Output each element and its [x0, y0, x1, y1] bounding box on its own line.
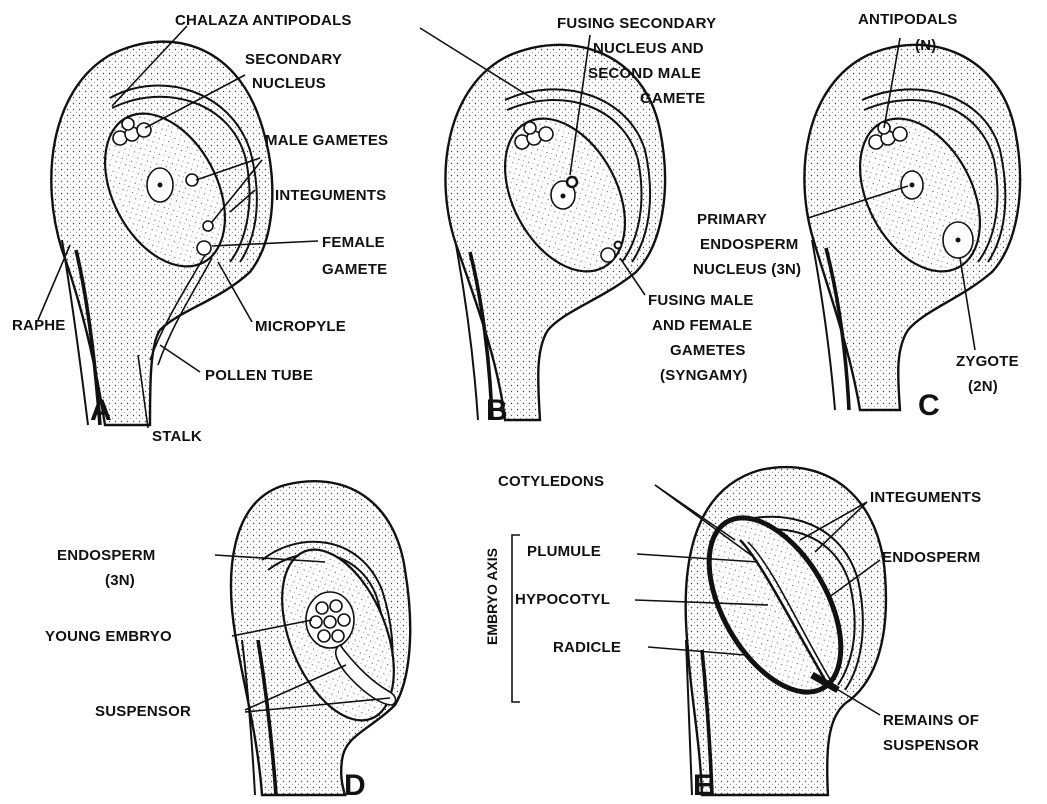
label-secondary-nucleus-1: SECONDARY [245, 51, 342, 68]
label-remains-2: SUSPENSOR [883, 737, 979, 754]
label-fusing-secondary-3: SECOND MALE [588, 65, 701, 82]
label-secondary-nucleus-2: NUCLEUS [252, 75, 326, 92]
label-endosperm-d-2: (3N) [105, 572, 135, 589]
label-endosperm-d-1: ENDOSPERM [57, 547, 155, 564]
label-cotyledons: COTYLEDONS [498, 473, 604, 490]
label-zygote-2: (2N) [968, 378, 998, 395]
label-pollen-tube: POLLEN TUBE [205, 367, 313, 384]
label-suspensor-d: SUSPENSOR [95, 703, 191, 720]
label-zygote-1: ZYGOTE [956, 353, 1019, 370]
label-integuments-e: INTEGUMENTS [870, 489, 981, 506]
female-gamete-a [197, 241, 211, 255]
label-primary-endosperm-3: NUCLEUS (3N) [693, 261, 801, 278]
panel-c: ANTIPODALS (N) PRIMARY ENDOSPERM NUCLEUS… [693, 11, 1020, 422]
label-raphe: RAPHE [12, 317, 66, 334]
female-gamete-b [601, 248, 615, 262]
label-embryo-axis: EMBRYO AXIS [484, 548, 500, 645]
label-primary-endosperm-1: PRIMARY [697, 211, 767, 228]
label-remains-1: REMAINS OF [883, 712, 979, 729]
label-plumule: PLUMULE [527, 543, 601, 560]
embryo-axis-bracket [512, 535, 520, 702]
label-antipodals-1: ANTIPODALS [858, 11, 958, 28]
label-young-embryo: YOUNG EMBRYO [45, 628, 172, 645]
label-fusing-male-female-2: AND FEMALE [652, 317, 752, 334]
panel-letter-a: A [90, 394, 112, 427]
panel-letter-e: E [693, 769, 713, 799]
second-male-gamete-b [567, 177, 577, 187]
male-gamete-a2 [203, 221, 213, 231]
label-hypocotyl: HYPOCOTYL [515, 591, 610, 608]
panel-a: CHALAZA ANTIPODALS SECONDARY NUCLEUS MAL… [12, 12, 388, 445]
label-fusing-male-female-1: FUSING MALE [648, 292, 754, 309]
label-chalaza-antipodals: CHALAZA ANTIPODALS [175, 12, 352, 29]
panel-letter-c: C [918, 389, 940, 422]
label-fusing-secondary-2: NUCLEUS AND [593, 40, 704, 57]
label-female-gamete-2: GAMETE [322, 261, 387, 278]
panel-letter-d: D [344, 769, 366, 799]
label-integuments-a: INTEGUMENTS [275, 187, 386, 204]
label-primary-endosperm-2: ENDOSPERM [700, 236, 798, 253]
label-micropyle: MICROPYLE [255, 318, 346, 335]
label-fusing-male-female-4: (SYNGAMY) [660, 367, 748, 384]
male-gamete-b [615, 242, 622, 249]
panel-d: ENDOSPERM (3N) YOUNG EMBRYO SUSPENSOR D [45, 481, 416, 799]
label-antipodals-2: (N) [915, 37, 936, 54]
label-female-gamete-1: FEMALE [322, 234, 385, 251]
panel-letter-b: B [486, 394, 508, 427]
label-fusing-secondary-1: FUSING SECONDARY [557, 15, 716, 32]
label-stalk: STALK [152, 428, 202, 445]
label-fusing-male-female-3: GAMETES [670, 342, 746, 359]
panel-e: EMBRYO AXIS COTYLEDONS INTEGUMENTS PLUMU… [484, 467, 981, 799]
young-embryo-d [306, 592, 354, 648]
label-male-gametes: MALE GAMETES [265, 132, 388, 149]
label-endosperm-e: ENDOSPERM [882, 549, 980, 566]
label-fusing-secondary-4: GAMETE [640, 90, 705, 107]
label-radicle: RADICLE [553, 639, 621, 656]
